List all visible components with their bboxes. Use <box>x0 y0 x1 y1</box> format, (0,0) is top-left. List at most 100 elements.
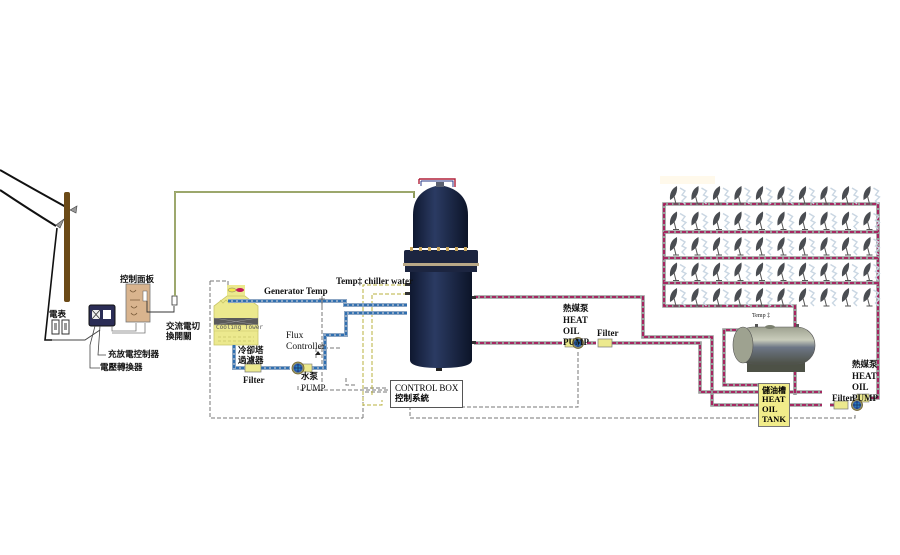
oil-pipe <box>474 296 760 406</box>
solar-dish-icon <box>691 262 709 281</box>
solar-dish-icon <box>755 237 774 256</box>
solar-dish-icon <box>691 211 709 230</box>
solar-dish-icon <box>734 262 752 281</box>
heat-oil-pump-icon <box>564 337 584 349</box>
sensor-wiring <box>362 284 407 406</box>
solar-dish-array <box>669 186 881 307</box>
temp-chiller-water-label: Temp‡ chiller water <box>336 276 413 286</box>
heat-oil-tank-label: 儲油槽 HEAT OIL TANK <box>758 383 790 428</box>
solar-dish-icon <box>798 237 817 256</box>
inverter-label: 電壓轉換器 <box>100 363 143 373</box>
generator-vessel-icon <box>403 178 479 371</box>
solar-dish-icon <box>755 288 774 307</box>
meter-label: 電表 <box>49 310 67 320</box>
oil-pipe <box>723 329 785 386</box>
solar-dish-icon <box>712 262 731 281</box>
tank-temp-label: Temp ‡ <box>752 313 771 319</box>
solar-dish-icon <box>734 186 752 205</box>
cooling-tower-icon <box>213 285 259 346</box>
solar-dish-icon <box>820 288 838 307</box>
heat-oil-pump-icon <box>851 393 870 411</box>
oil-pipe <box>663 203 879 399</box>
right-filter-label: Filter <box>832 393 854 403</box>
solar-dish-icon <box>820 262 838 281</box>
solar-dish-icon <box>777 211 795 230</box>
ac-switch-label: 交流電切 換開關 <box>166 322 201 342</box>
water-pipes <box>228 299 407 370</box>
solar-dish-icon <box>863 288 881 307</box>
solar-dish-icon <box>863 211 881 230</box>
solar-dish-icon <box>863 262 881 281</box>
solar-dish-icon <box>712 288 731 307</box>
heat-oil-tank-icon <box>732 324 816 372</box>
electric-meter <box>51 319 70 335</box>
water-pump-icon <box>291 361 313 375</box>
service-drop-wire <box>44 227 58 341</box>
filter-icon <box>833 400 849 410</box>
control-box-label: CONTROL BOX <box>395 383 459 393</box>
solar-dish-icon <box>691 237 709 256</box>
solar-dish-icon <box>777 288 795 307</box>
oil-pipe <box>612 342 760 393</box>
solar-dish-icon <box>820 186 838 205</box>
control-panel-icon <box>125 283 151 323</box>
solar-dish-icon <box>841 186 860 205</box>
solar-dish-icon <box>798 288 817 307</box>
insulator-icon <box>55 218 65 229</box>
power-wire <box>0 169 67 208</box>
utility-pole <box>0 169 78 341</box>
water-pump-label: 水泵 PUMP <box>301 372 326 393</box>
solar-dish-icon <box>691 288 709 307</box>
solar-dish-icon <box>712 237 731 256</box>
oil-pipe-outline <box>474 295 760 407</box>
solar-dish-icon <box>734 211 752 230</box>
control-box: CONTROL BOX 控制系統 <box>390 380 464 408</box>
cooling-tower-label: Cooling Tower <box>216 324 263 331</box>
solar-dish-icon <box>669 237 688 256</box>
flux-controller-label: Flux Controller <box>286 331 326 352</box>
solar-dish-icon <box>841 237 860 256</box>
solar-dish-icon <box>755 211 774 230</box>
heat-oil-pump-label: 熱媒泵 HEAT OIL PUMP <box>563 304 589 348</box>
solar-dish-icon <box>669 211 688 230</box>
power-wire <box>0 189 57 227</box>
solar-dish-icon <box>820 211 838 230</box>
faded-label-area <box>660 176 715 184</box>
solar-dish-icon <box>798 211 817 230</box>
solar-dish-icon <box>777 262 795 281</box>
solar-dish-icon <box>712 211 731 230</box>
solar-dish-icon <box>712 186 731 205</box>
pole-icon <box>64 192 70 302</box>
solar-dish-icon <box>669 186 688 205</box>
heat-oil-pipes <box>474 202 880 407</box>
ac-switch-icon <box>171 295 178 306</box>
solar-dish-icon <box>820 237 838 256</box>
filter-icon <box>244 363 262 373</box>
solar-dish-icon <box>841 211 860 230</box>
solar-dish-icon <box>863 237 881 256</box>
solar-dish-icon <box>841 288 860 307</box>
generator-temp-label: Generator Temp <box>264 286 328 296</box>
insulator-icon <box>69 205 78 214</box>
solar-dish-icon <box>777 237 795 256</box>
control-panel-label: 控制面板 <box>120 275 155 285</box>
solar-dish-icon <box>755 186 774 205</box>
solar-dish-icon <box>841 262 860 281</box>
cooling-filter-label: 冷卻塔 過濾器 <box>238 346 264 366</box>
solar-dish-icon <box>798 186 817 205</box>
charge-controller-label: 充放電控制器 <box>108 350 160 360</box>
solar-dish-icon <box>777 186 795 205</box>
solar-dish-icon <box>734 288 752 307</box>
flux-valve-icon <box>315 351 321 355</box>
heat-oil-pump-label: 熱媒泵 HEAT OIL PUMP <box>852 360 878 404</box>
temp-sensor-icon <box>319 296 325 306</box>
solar-dish-icon <box>691 186 709 205</box>
solar-dish-icon <box>755 262 774 281</box>
solar-dish-icon <box>863 186 881 205</box>
control-box-label-cjk: 控制系統 <box>395 394 430 405</box>
filter-icon <box>597 338 613 348</box>
solar-dish-icon <box>798 262 817 281</box>
solar-dish-icon <box>734 237 752 256</box>
solar-dish-icon <box>669 262 688 281</box>
